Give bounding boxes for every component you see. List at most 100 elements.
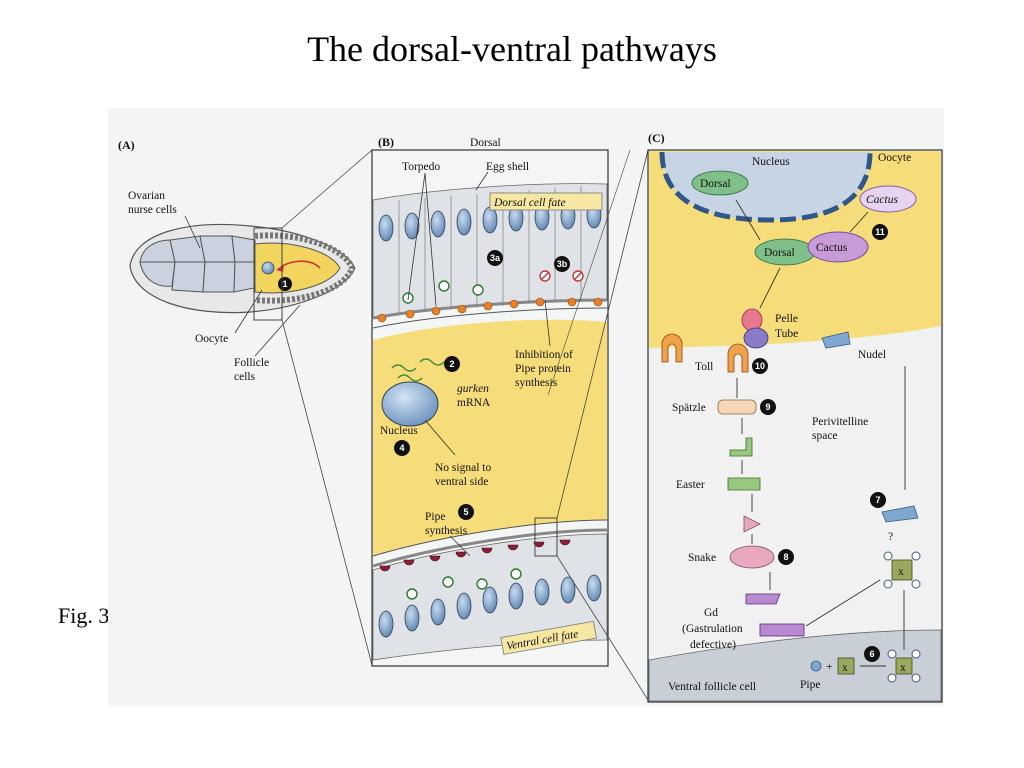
panel-a: (A) 1 Ovarian nurse cells Oocyte Follicl…	[118, 138, 373, 666]
egg-shell-ventral	[372, 528, 608, 568]
toll-receptor-idle	[661, 333, 683, 363]
step-3b-number: 3b	[557, 259, 568, 269]
oocyte-yolk-b	[373, 319, 607, 556]
nucleus-label-b: Nucleus	[380, 425, 418, 437]
step-11-badge	[872, 224, 888, 240]
dorsal-label: Dorsal	[470, 137, 501, 149]
snake-protein	[729, 545, 775, 569]
follicle-label-1: Follicle	[234, 357, 269, 369]
step-9-badge	[760, 399, 776, 415]
step-1-number: 1	[282, 279, 287, 289]
leader-line	[544, 299, 551, 347]
arrow-pelle-to-complex	[759, 267, 781, 309]
oocyte-yolk-a	[254, 242, 341, 294]
leader-line	[234, 289, 263, 334]
oocyte-nucleus-a	[261, 261, 275, 275]
plus-label: +	[826, 661, 833, 673]
gd-protein	[759, 623, 805, 637]
torpedo-label: Torpedo	[402, 161, 440, 173]
dorsal-nucleus-label: Dorsal	[700, 178, 731, 190]
egg-shell-label: Egg shell	[486, 161, 529, 173]
step-11-number: 11	[875, 227, 885, 237]
pipe-enzyme	[810, 660, 822, 672]
leader-line	[475, 171, 489, 191]
pelle-protein	[741, 308, 763, 332]
mrna-label: mRNA	[457, 397, 491, 409]
gurken-label: gurken	[457, 383, 489, 395]
step-3b-badge	[554, 256, 570, 272]
step-6-badge	[864, 646, 880, 662]
ventral-follicle-label: Ventral follicle cell	[668, 681, 756, 693]
nudel-modified	[881, 505, 919, 523]
pipe-proteins	[379, 539, 571, 572]
ovarian-label: Ovarian	[128, 190, 165, 202]
x-label-complex: x	[898, 566, 904, 578]
panel-c-letter: (C)	[648, 131, 665, 145]
cactus-complex-label: Cactus	[816, 242, 848, 254]
zoom-box-b	[534, 517, 558, 557]
step-6-number: 6	[869, 649, 874, 659]
arrow-dorsal-to-nucleus	[735, 199, 761, 241]
spatzle-protein	[717, 399, 757, 415]
nurse-cells-label: nurse cells	[128, 204, 177, 216]
zoom-line	[281, 149, 373, 229]
oocyte-membrane-ventral	[372, 519, 608, 557]
leader-line	[254, 304, 301, 357]
oocyte-label-a: Oocyte	[195, 333, 228, 345]
step-8-badge	[778, 549, 794, 565]
gd-label-2: (Gastrulation	[682, 623, 743, 635]
step-2-badge	[444, 356, 460, 372]
gd-label-1: Gd	[704, 607, 718, 619]
dorsal-in-nucleus	[691, 170, 749, 196]
step-2-number: 2	[449, 359, 454, 369]
pelle-label: Pelle	[775, 313, 798, 325]
nucleus-envelope	[659, 151, 873, 223]
dorsal-fate-label: Dorsal cell fate	[493, 197, 566, 209]
inhibit-signals	[539, 270, 584, 282]
zoom-line	[281, 319, 373, 666]
follicle-cells-rim	[254, 232, 356, 304]
slide-title: The dorsal-ventral pathways	[307, 29, 717, 69]
perivitelline-label-1: Perivitelline	[812, 416, 868, 428]
nudel-label: Nudel	[858, 349, 886, 361]
step-4-number: 4	[399, 443, 404, 453]
nurse-cells	[139, 235, 256, 293]
step-7-number: 7	[875, 495, 880, 505]
x-substrate	[837, 657, 855, 675]
x-label-product: x	[900, 662, 906, 674]
dorsal-complex-label: Dorsal	[764, 247, 795, 259]
inhibition-label-1: Inhibition of	[515, 349, 573, 361]
spatzle-label: Spätzle	[672, 402, 706, 414]
cactus-degraded	[859, 185, 917, 213]
perivitelline-space	[649, 326, 941, 660]
arrow-no-signal	[424, 419, 456, 456]
oocyte-label-c: Oocyte	[878, 152, 911, 164]
zoom-box-a	[253, 227, 283, 321]
panel-a-letter: (A)	[118, 138, 135, 152]
no-signal-label-2: ventral side	[435, 476, 488, 488]
tube-protein	[743, 327, 769, 349]
perivitelline-label-2: space	[812, 430, 838, 442]
tube-label: Tube	[775, 328, 798, 340]
torpedo-receptors	[377, 297, 603, 323]
plus-signals	[402, 280, 484, 304]
oocyte-membrane-dorsal	[372, 307, 608, 329]
zoom-line	[556, 555, 649, 701]
gd-precursor	[745, 593, 781, 605]
step-9-number: 9	[765, 402, 770, 412]
gurken-mrna-strands	[391, 358, 445, 382]
leader-line	[407, 172, 426, 301]
arrow-cactus-degrade	[849, 211, 869, 233]
step-3a-badge	[487, 250, 503, 266]
pipe-synthesis-label-2: synthesis	[425, 525, 468, 537]
ventral-plus-signals	[406, 568, 522, 600]
pipe-label-c: Pipe	[800, 679, 820, 691]
pipe-synthesis-label-1: Pipe	[425, 511, 445, 523]
step-3a-number: 3a	[490, 253, 501, 263]
nudel-protein	[821, 331, 851, 349]
step-10-number: 10	[755, 361, 765, 371]
gd-label-3: defective)	[690, 639, 736, 651]
cactus-free-label: Cactus	[866, 194, 898, 206]
easter-precursor	[729, 437, 753, 457]
no-signal-label-1: No signal to	[435, 462, 491, 474]
